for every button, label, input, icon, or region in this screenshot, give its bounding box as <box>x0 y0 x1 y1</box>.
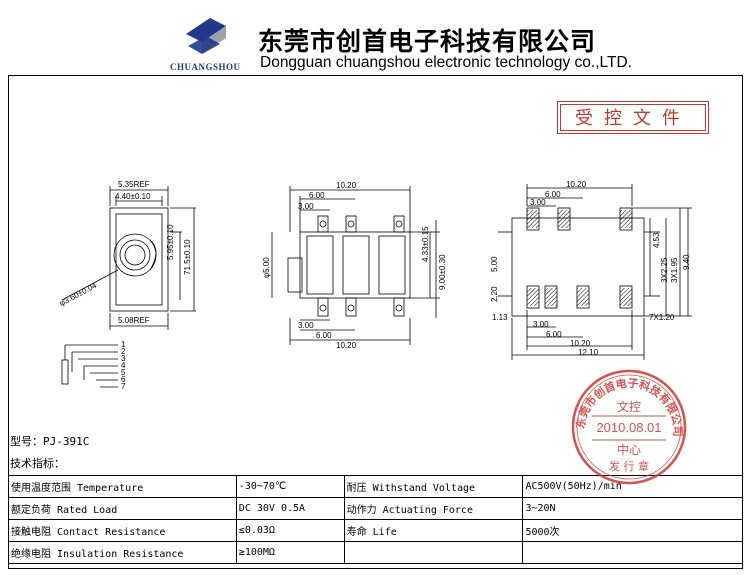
middle-view <box>271 186 440 345</box>
dim-label: 5.08REF <box>118 316 150 325</box>
dim-label: 5.95±0.10 <box>166 224 175 260</box>
dim-label: 6.00 <box>545 190 561 199</box>
dim-label: 2.20 <box>490 286 499 302</box>
dim-label: 71.5±0.10 <box>183 239 192 275</box>
pin-label: 1 <box>121 340 126 349</box>
table-cell: 额定负荷 Rated Load <box>8 497 237 520</box>
pin-label: 2 <box>121 347 126 356</box>
dim-label: 10.20 <box>570 339 591 348</box>
table-cell: ≤0.03Ω <box>235 519 345 542</box>
pin-label: 3 <box>121 354 126 363</box>
company-logo <box>180 12 234 64</box>
table-cell: DC 30V 0.5A <box>235 497 345 520</box>
company-seal-stamp: 东莞市创首电子科技有限公司 文控 2010.08.01 中心 发 行 章 <box>571 369 687 485</box>
table-cell: 动作力 Actuating Force <box>343 497 524 520</box>
table-cell: -30~70℃ <box>235 475 345 498</box>
dim-label: 4.40±0.10 <box>115 192 151 201</box>
table-cell: 接触电阻 Contact Resistance <box>8 519 237 542</box>
dim-label: 10.20 <box>336 181 357 190</box>
table-cell: 绝缘电阻 Insulation Resistance <box>8 541 237 564</box>
dim-label: 6.00 <box>316 331 332 340</box>
left-view <box>61 186 196 388</box>
company-name-cn: 东莞市创首电子科技有限公司 <box>258 27 597 56</box>
brand-name: CHUANGSHOU <box>170 62 241 72</box>
document-frame <box>8 75 743 569</box>
dim-label: 5.35REF <box>118 180 150 189</box>
table-cell: 使用温度范围 Temperature <box>8 475 237 498</box>
dim-label: 6.00 <box>546 330 562 339</box>
dim-label: 3.00 <box>530 198 546 207</box>
dim-label: 10.20 <box>566 180 587 189</box>
table-cell: 5000次 <box>522 519 743 542</box>
table-row: 绝缘电阻 Insulation Resistance ≥100MΩ <box>8 541 743 564</box>
dim-label: 10.20 <box>336 341 357 350</box>
dim-label: 4.33±0.15 <box>421 226 430 262</box>
stamp-date: 2010.08.01 <box>596 420 661 435</box>
company-name-en: Dongguan chuangshou electronic technolog… <box>260 54 632 71</box>
dim-label: 3X2.25 <box>660 257 669 283</box>
dim-label: 12.10 <box>578 348 599 357</box>
table-row: 额定负荷 Rated Load DC 30V 0.5A 动作力 Actuatin… <box>8 497 743 520</box>
stamp-line3: 中心 <box>617 442 641 457</box>
controlled-document-box: 受控文件 <box>557 101 709 134</box>
dim-label: 7X1.20 <box>649 313 675 322</box>
dim-label: 1.13 <box>492 313 508 322</box>
dim-label: 6.00 <box>309 191 325 200</box>
table-cell: 寿命 Life <box>343 519 524 542</box>
table-cell: 3~20N <box>522 497 743 520</box>
dim-label: 3.00 <box>298 321 314 330</box>
pin-label: 4 <box>121 361 126 370</box>
table-row: 接触电阻 Contact Resistance ≤0.03Ω 寿命 Life 5… <box>8 519 743 542</box>
pin-label: 5 <box>121 368 126 377</box>
stamp-bottom: 发 行 章 <box>609 459 649 473</box>
pin-label: 6 <box>121 375 126 384</box>
dim-label: 5.00 <box>490 256 499 272</box>
table-cell <box>343 541 524 564</box>
pin-label: 7 <box>121 382 126 391</box>
dim-label: 3.00 <box>533 320 549 329</box>
dim-label: 9.00±0.30 <box>438 254 447 290</box>
controlled-document-label: 受控文件 <box>560 104 706 131</box>
table-cell: ≥100MΩ <box>235 541 345 564</box>
tech-spec-label: 技术指标： <box>10 457 65 470</box>
table-cell <box>522 541 743 564</box>
spec-table: 使用温度范围 Temperature -30~70℃ 耐压 Withstand … <box>8 475 743 564</box>
dim-label: 4.53 <box>652 232 661 248</box>
stamp-line1: 文控 <box>617 399 641 414</box>
dim-label: φ5.00 <box>262 257 271 278</box>
table-cell: 耐压 Withstand Voltage <box>343 475 524 498</box>
dim-label: 9.40 <box>682 254 691 270</box>
model-label: 型号：PJ-391C <box>10 435 90 448</box>
dim-label: 3X1.95 <box>670 257 679 283</box>
dim-label: 3.00 <box>298 202 314 211</box>
